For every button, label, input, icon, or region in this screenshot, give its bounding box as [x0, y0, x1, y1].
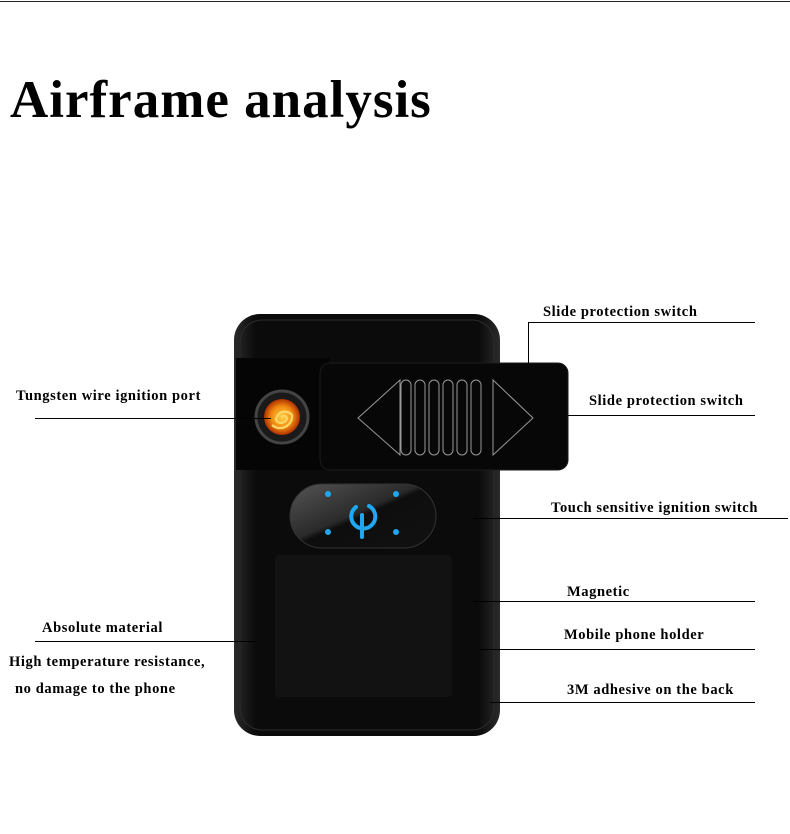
leader-line	[568, 415, 755, 416]
leader-line	[528, 322, 755, 323]
top-divider	[0, 1, 790, 2]
leader-line	[35, 418, 271, 419]
page-title: Airframe analysis	[10, 71, 432, 129]
power-icon	[349, 504, 378, 539]
leader-line	[490, 702, 755, 703]
label-resistance-line2: no damage to the phone	[15, 681, 176, 697]
leader-line	[473, 518, 788, 519]
leader-line	[35, 641, 255, 642]
label-tungsten-port: Tungsten wire ignition port	[16, 388, 201, 404]
label-touch-switch: Touch sensitive ignition switch	[551, 500, 759, 516]
leader-line	[528, 322, 529, 364]
phone-holder-pad	[275, 555, 452, 697]
leader-line	[480, 649, 755, 650]
leader-line	[473, 601, 755, 602]
label-magnetic: Magnetic	[567, 584, 630, 600]
label-slide-protection-right: Slide protection switch	[589, 393, 744, 409]
label-phone-holder: Mobile phone holder	[564, 627, 705, 643]
label-resistance-line1: High temperature resistance,	[9, 654, 206, 670]
label-slide-protection-top: Slide protection switch	[543, 304, 698, 320]
label-3m-adhesive: 3M adhesive on the back	[567, 682, 734, 698]
label-absolute-material: Absolute material	[42, 620, 163, 636]
